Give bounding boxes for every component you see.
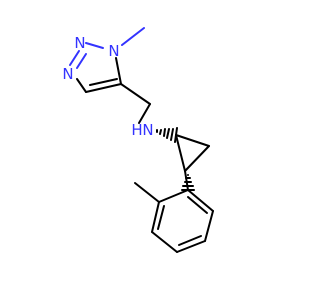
bond-ar5-ar6 xyxy=(151,201,160,233)
atom-n3: N xyxy=(62,65,73,83)
bond-aryl-methyl xyxy=(134,182,160,203)
bond-c2-c3 xyxy=(184,145,210,172)
bond-n2-n3-b xyxy=(76,53,87,69)
molecule-canvas: N N N H N xyxy=(62,27,214,253)
bond-c3-c1 xyxy=(175,134,186,172)
bond-ar1-ar2 xyxy=(187,189,214,212)
bond-n1-n2 xyxy=(85,42,104,49)
atom-amine-n: N xyxy=(142,121,153,139)
bond-ar3-ar4-inner xyxy=(178,235,202,246)
bond-ar6-ar1 xyxy=(158,189,189,203)
bond-c4-c5-a xyxy=(85,83,122,93)
bond-ar5-ar6-inner xyxy=(157,205,165,230)
molecule-structure: N N N H N xyxy=(62,27,214,253)
bond-n3-c4 xyxy=(76,78,87,93)
atom-n1-methyl: N xyxy=(108,42,119,60)
bond-c4-c5-b xyxy=(89,78,118,86)
bond-ch2-nh xyxy=(138,103,151,124)
bond-ar4-ar5 xyxy=(151,231,178,253)
atom-n2: N xyxy=(74,34,85,52)
bond-n2-n3-a xyxy=(69,50,80,66)
bond-ar1-ar2-inner xyxy=(187,196,208,214)
atom-amine-h: H xyxy=(131,121,142,139)
bond-n1-methyl xyxy=(121,27,145,46)
bond-c5-n1 xyxy=(115,57,122,85)
hashed-wedge-nh-c1 xyxy=(156,127,178,143)
bond-ar2-ar3 xyxy=(204,210,214,242)
bond-c3-aryl-stub xyxy=(184,170,189,191)
bond-ar3-ar4 xyxy=(176,240,206,253)
bond-c5-ch2 xyxy=(120,83,151,105)
bond-c1-c2 xyxy=(175,134,210,147)
